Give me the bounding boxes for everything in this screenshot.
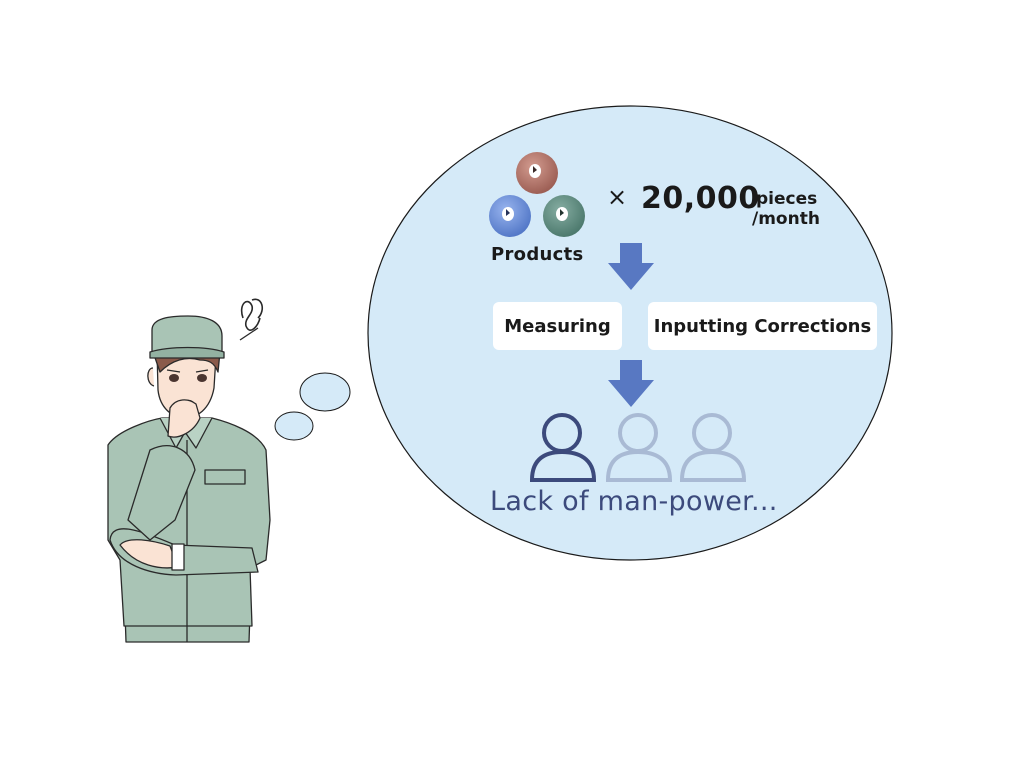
person-icon [605,413,673,482]
products-label: Products [491,244,584,265]
multiply-sign: × [607,183,628,211]
person-icon [529,413,597,482]
quantity-unit-pieces: pieces [756,189,818,209]
product-green-icon [543,195,585,237]
person-icon [679,413,747,482]
down-arrow-icon [608,243,654,290]
product-blue-icon [489,195,531,237]
step-measuring: Measuring [493,302,622,350]
worried-worker-illustration [107,298,271,643]
product-brown-icon [516,152,558,194]
quantity-unit-per-month: /month [752,209,820,229]
step-inputting-corrections: Inputting Corrections [648,302,877,350]
down-arrow-icon [608,360,654,407]
quantity-value: 20,000 [641,181,760,216]
thought-bubble-small [299,372,351,412]
thought-bubble-tiny [274,411,314,441]
conclusion-text: Lack of man-power... [490,486,778,517]
